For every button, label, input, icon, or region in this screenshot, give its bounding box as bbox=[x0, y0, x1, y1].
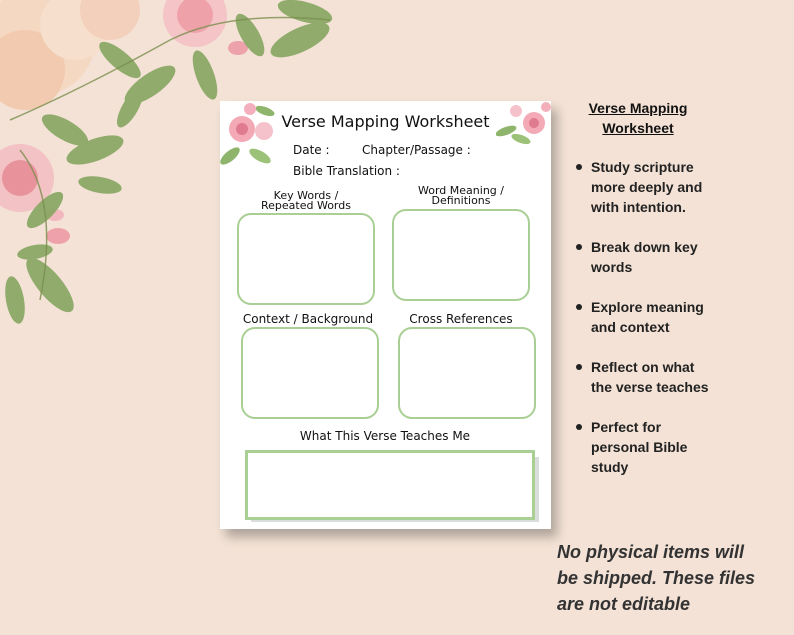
bullet-icon bbox=[576, 424, 582, 430]
bullet-icon bbox=[576, 164, 582, 170]
worksheet-title: Verse Mapping Worksheet bbox=[281, 112, 490, 131]
chapter-label: Chapter/Passage : bbox=[362, 143, 471, 157]
word-meaning-box bbox=[392, 209, 530, 301]
feature-item: Explore meaning and context bbox=[576, 297, 726, 337]
key-words-box bbox=[237, 213, 375, 305]
bullet-icon bbox=[576, 244, 582, 250]
features-title: Verse Mapping Worksheet bbox=[588, 100, 688, 136]
feature-item: Perfect for personal Bible study bbox=[576, 417, 726, 477]
translation-label: Bible Translation : bbox=[293, 164, 400, 178]
teaches-label: What This Verse Teaches Me bbox=[299, 429, 471, 443]
floral-accent-left bbox=[220, 103, 275, 165]
bullet-icon bbox=[576, 304, 582, 310]
cross-references-box bbox=[398, 327, 536, 419]
digital-notice: No physical items will be shipped. These… bbox=[557, 542, 756, 614]
bullet-icon bbox=[576, 364, 582, 370]
cross-references-label: Cross References bbox=[409, 312, 513, 326]
floral-corner-decoration bbox=[0, 0, 333, 324]
feature-item: Study scripture more deeply and with int… bbox=[576, 157, 726, 217]
teaches-box bbox=[245, 450, 535, 520]
context-box bbox=[241, 327, 379, 419]
feature-item: Reflect on what the verse teaches bbox=[576, 357, 726, 397]
feature-item: Break down key words bbox=[576, 237, 726, 277]
context-label: Context / Background bbox=[242, 312, 374, 326]
worksheet-preview: Verse Mapping Worksheet Date : Chapter/P… bbox=[220, 101, 551, 529]
date-label: Date : bbox=[293, 143, 330, 157]
floral-accent-right bbox=[496, 102, 551, 145]
key-words-label: Key Words / Repeated Words bbox=[261, 189, 351, 212]
word-meaning-label: Word Meaning / Definitions bbox=[418, 184, 504, 207]
